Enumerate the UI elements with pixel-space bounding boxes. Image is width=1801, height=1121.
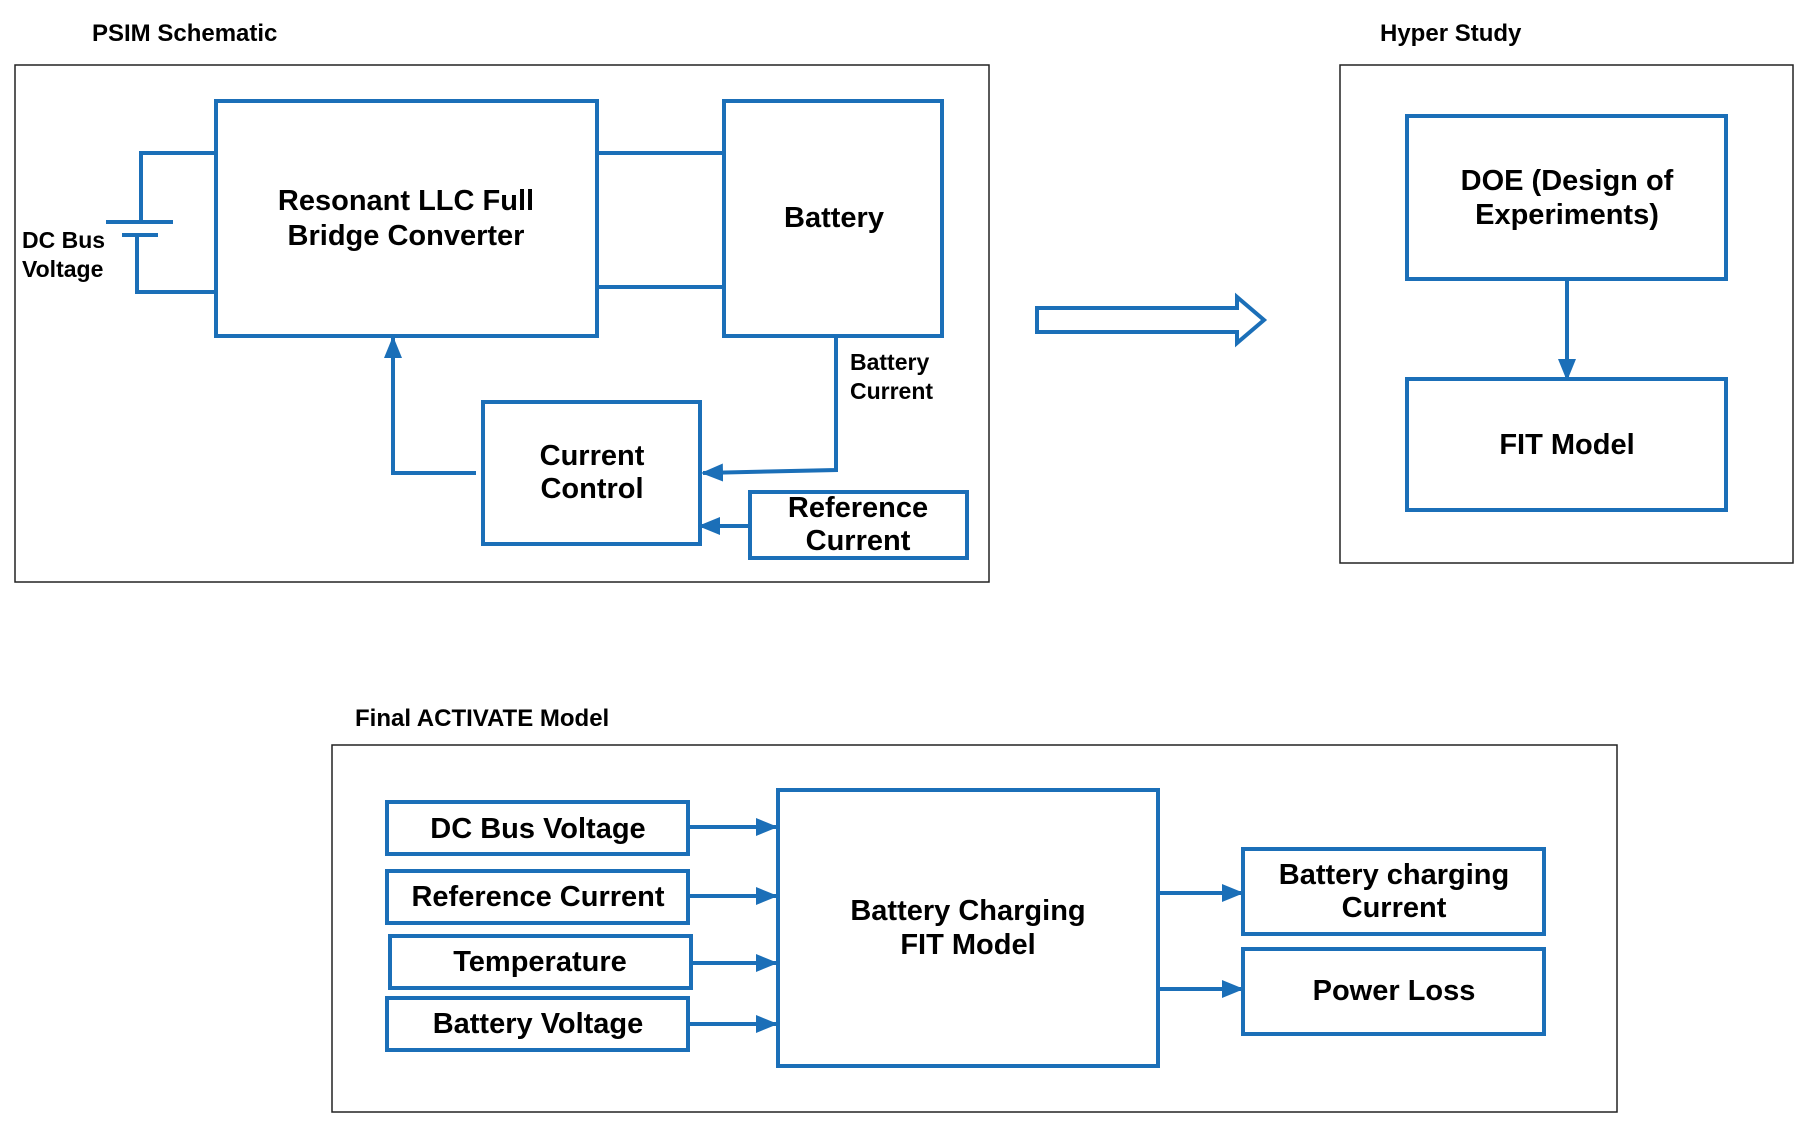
control-to-converter-arrow <box>384 336 476 475</box>
dc-bus-voltage-label-line1: DC Bus <box>22 227 105 253</box>
input-dc-bus-voltage-block <box>385 800 690 856</box>
output-power-loss-label: Power Loss <box>1313 975 1476 1007</box>
output-charging-current-block <box>1241 847 1546 936</box>
battery-current-feedback-arrow <box>701 336 838 482</box>
dc-bus-battery-symbol <box>106 151 216 294</box>
output-charging-current-label-line1: Battery charging <box>1279 859 1509 891</box>
doe-block <box>1405 114 1728 281</box>
doe-label-line1: DOE (Design of <box>1461 165 1674 197</box>
hyper-section-title: Hyper Study <box>1380 20 1522 47</box>
output-power-loss-block <box>1241 947 1546 1036</box>
fit-model-label: FIT Model <box>1499 429 1634 461</box>
input-temperature-block <box>388 934 693 990</box>
reference-current-label-line2: Current <box>806 525 911 557</box>
input-reference-current-block <box>385 869 690 925</box>
current-control-label-line1: Current <box>540 440 645 472</box>
current-control-label-line2: Control <box>540 473 643 505</box>
battery-block <box>722 99 944 338</box>
output-charging-current-label-line2: Current <box>1342 892 1447 924</box>
battery-charging-fit-block <box>776 788 1160 1068</box>
battery-charging-fit-label-line1: Battery Charging <box>850 895 1085 927</box>
activate-section-frame <box>331 744 1618 1113</box>
battery-charging-fit-label-line2: FIT Model <box>900 929 1035 961</box>
doe-label-line2: Experiments) <box>1475 199 1659 231</box>
reference-current-label-line1: Reference <box>788 492 928 524</box>
hyper-section-frame <box>1339 64 1794 564</box>
input-dc-bus-voltage-label: DC Bus Voltage <box>430 813 645 845</box>
psim-section-frame <box>14 64 990 583</box>
current-control-block <box>481 400 702 546</box>
llc-converter-label-line1: Resonant LLC Full <box>278 185 534 217</box>
llc-converter-label-line2: Bridge Converter <box>288 220 525 252</box>
transition-arrow <box>1035 292 1268 348</box>
input-reference-current-label: Reference Current <box>411 881 664 913</box>
psim-section-title: PSIM Schematic <box>92 20 277 47</box>
llc-converter-block <box>214 99 599 338</box>
fit-model-block <box>1405 377 1728 512</box>
reference-current-block <box>748 490 969 560</box>
input-battery-voltage-label: Battery Voltage <box>433 1008 644 1040</box>
input-temperature-label: Temperature <box>453 946 627 978</box>
dc-bus-voltage-label-line2: Voltage <box>22 256 103 282</box>
battery-current-label-line1: Battery <box>850 349 929 375</box>
battery-block-label: Battery <box>784 202 884 234</box>
activate-section-title: Final ACTIVATE Model <box>355 705 609 732</box>
battery-current-label-line2: Current <box>850 378 933 404</box>
